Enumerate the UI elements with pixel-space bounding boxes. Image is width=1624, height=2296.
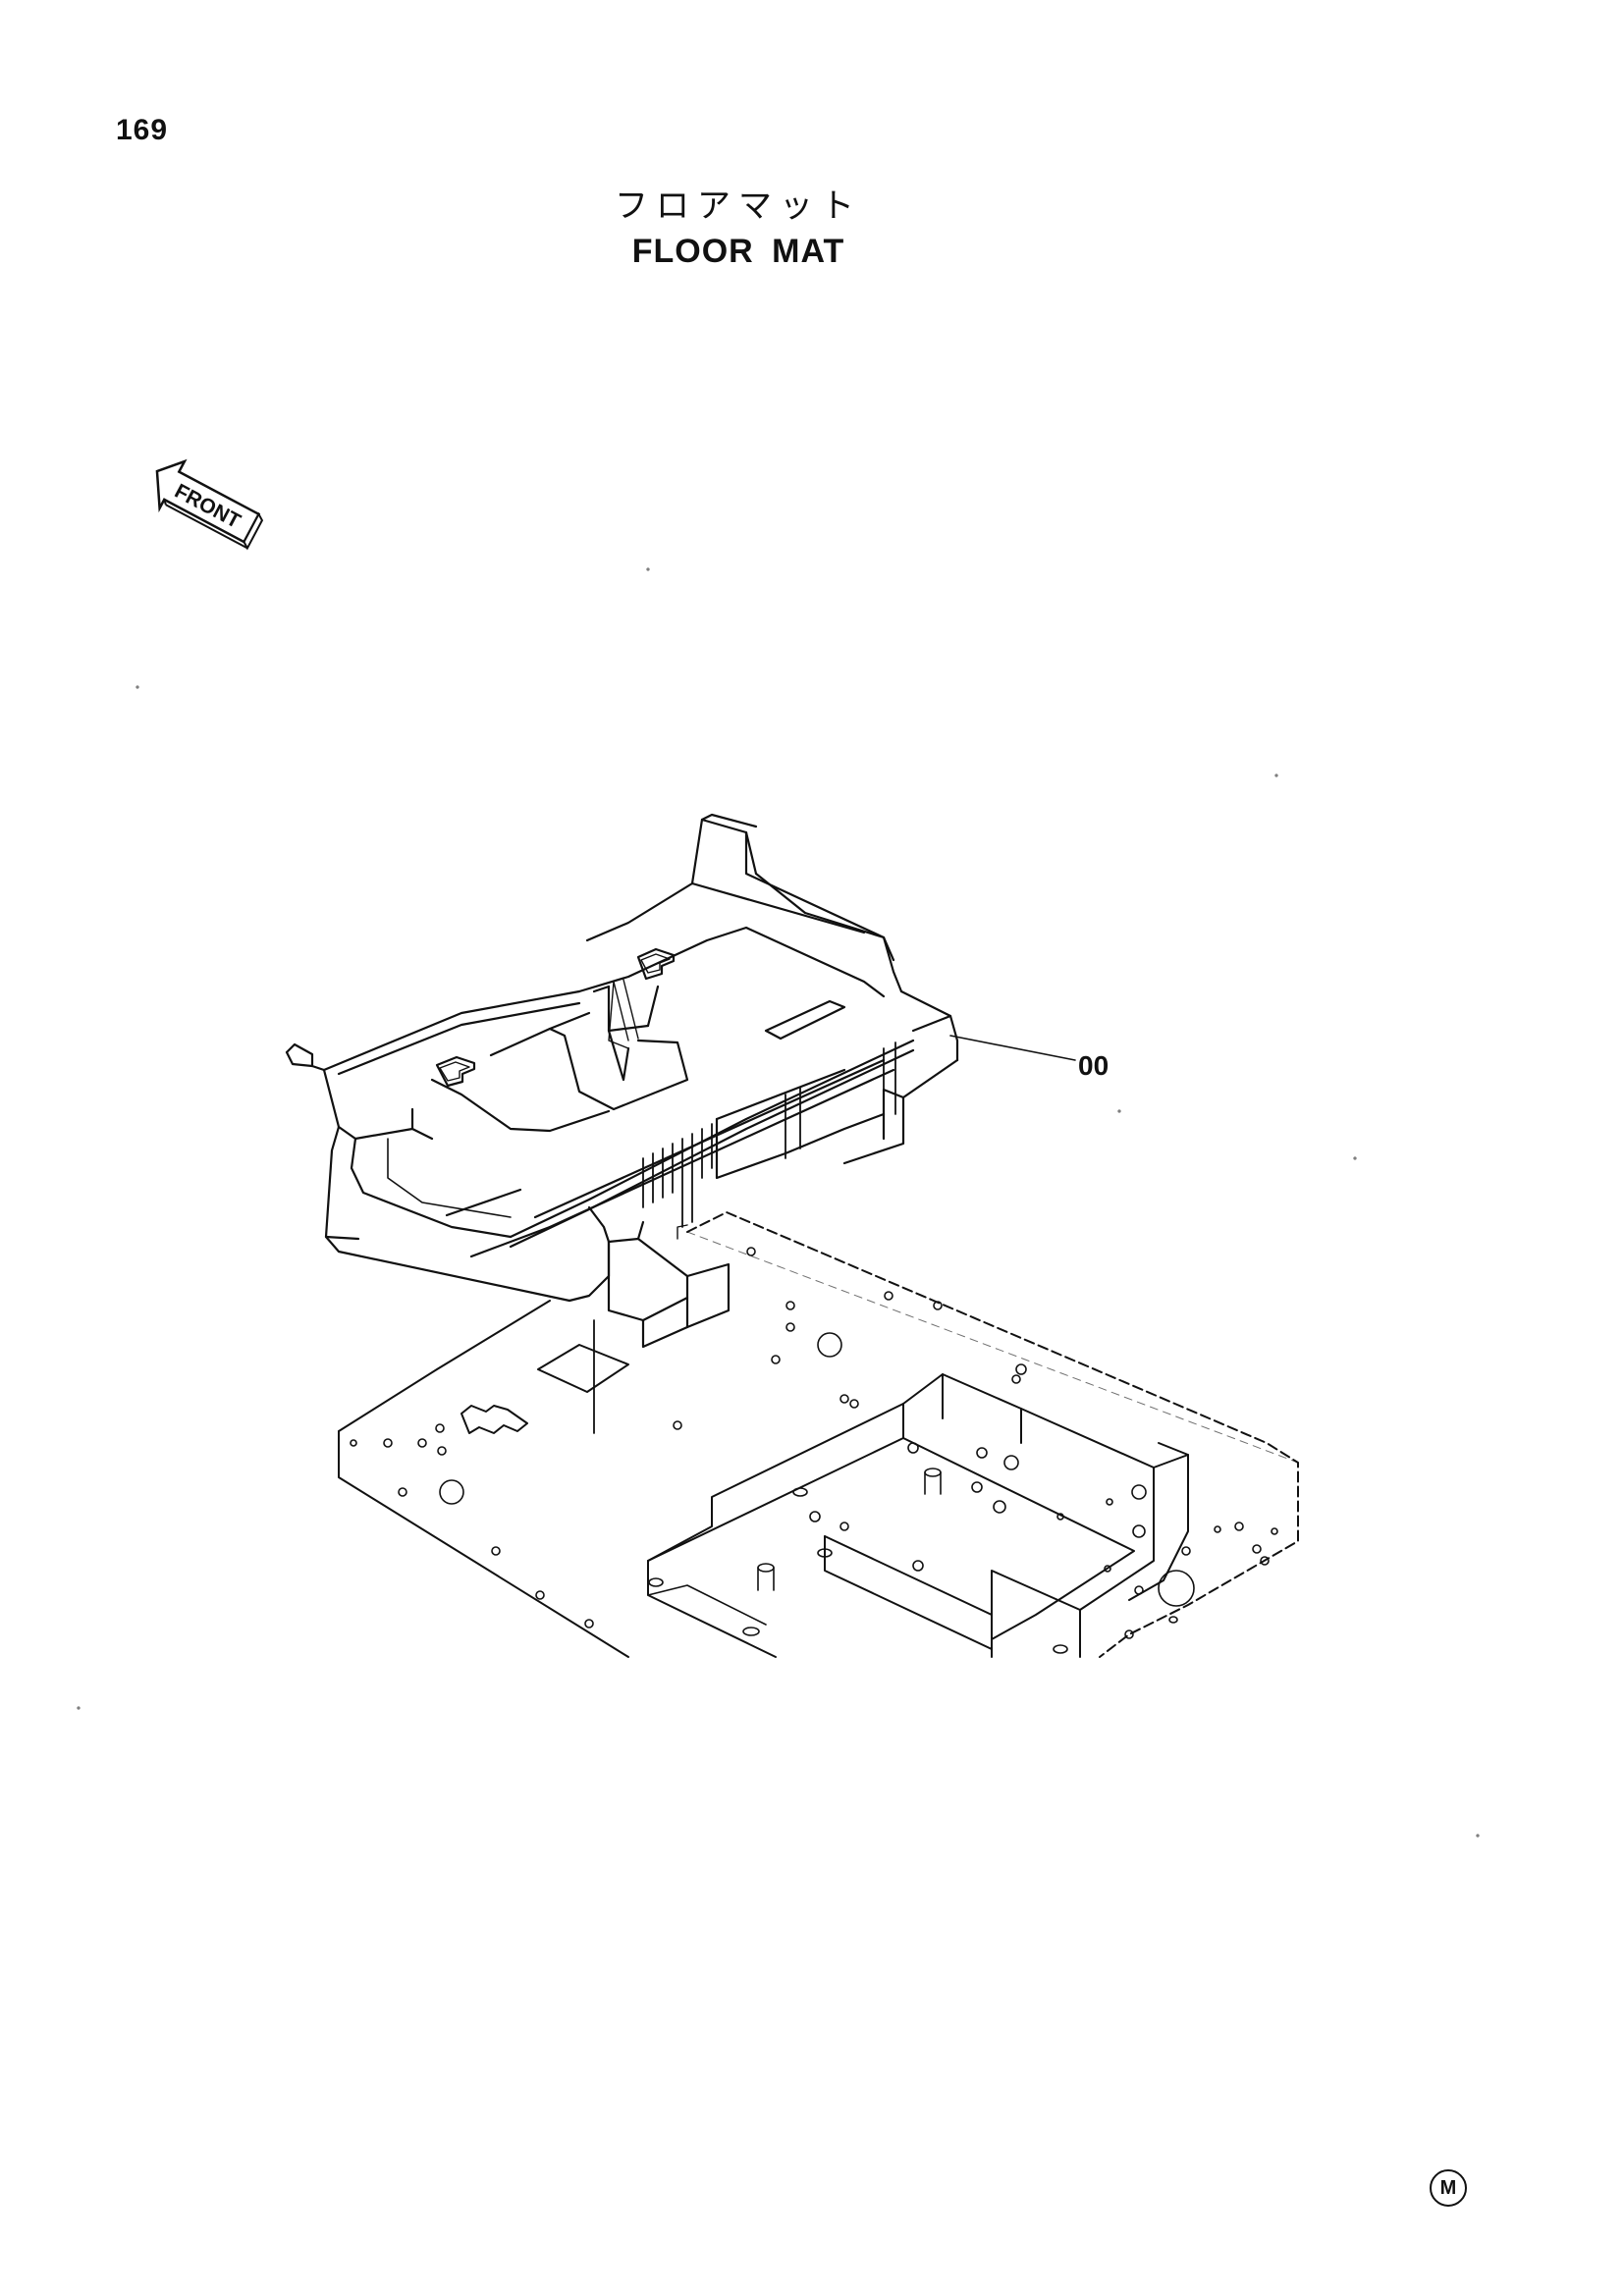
callout-label-00: 00	[1078, 1050, 1110, 1081]
base-plate	[338, 1211, 1299, 1658]
title-english: FLOOR MAT	[631, 233, 845, 270]
base-plate-holes	[350, 1247, 1278, 1639]
corner-mark-badge: M	[1430, 2169, 1467, 2207]
callout-leader-00	[949, 1035, 1076, 1061]
box-frame	[647, 1363, 1189, 1658]
floor-mat	[285, 813, 959, 1349]
front-arrow-icon: FRONT	[155, 458, 264, 551]
title-japanese: フロアマット	[615, 187, 862, 226]
title-block: フロアマット FLOOR MAT	[0, 179, 1624, 271]
page-number: 169	[116, 114, 169, 146]
